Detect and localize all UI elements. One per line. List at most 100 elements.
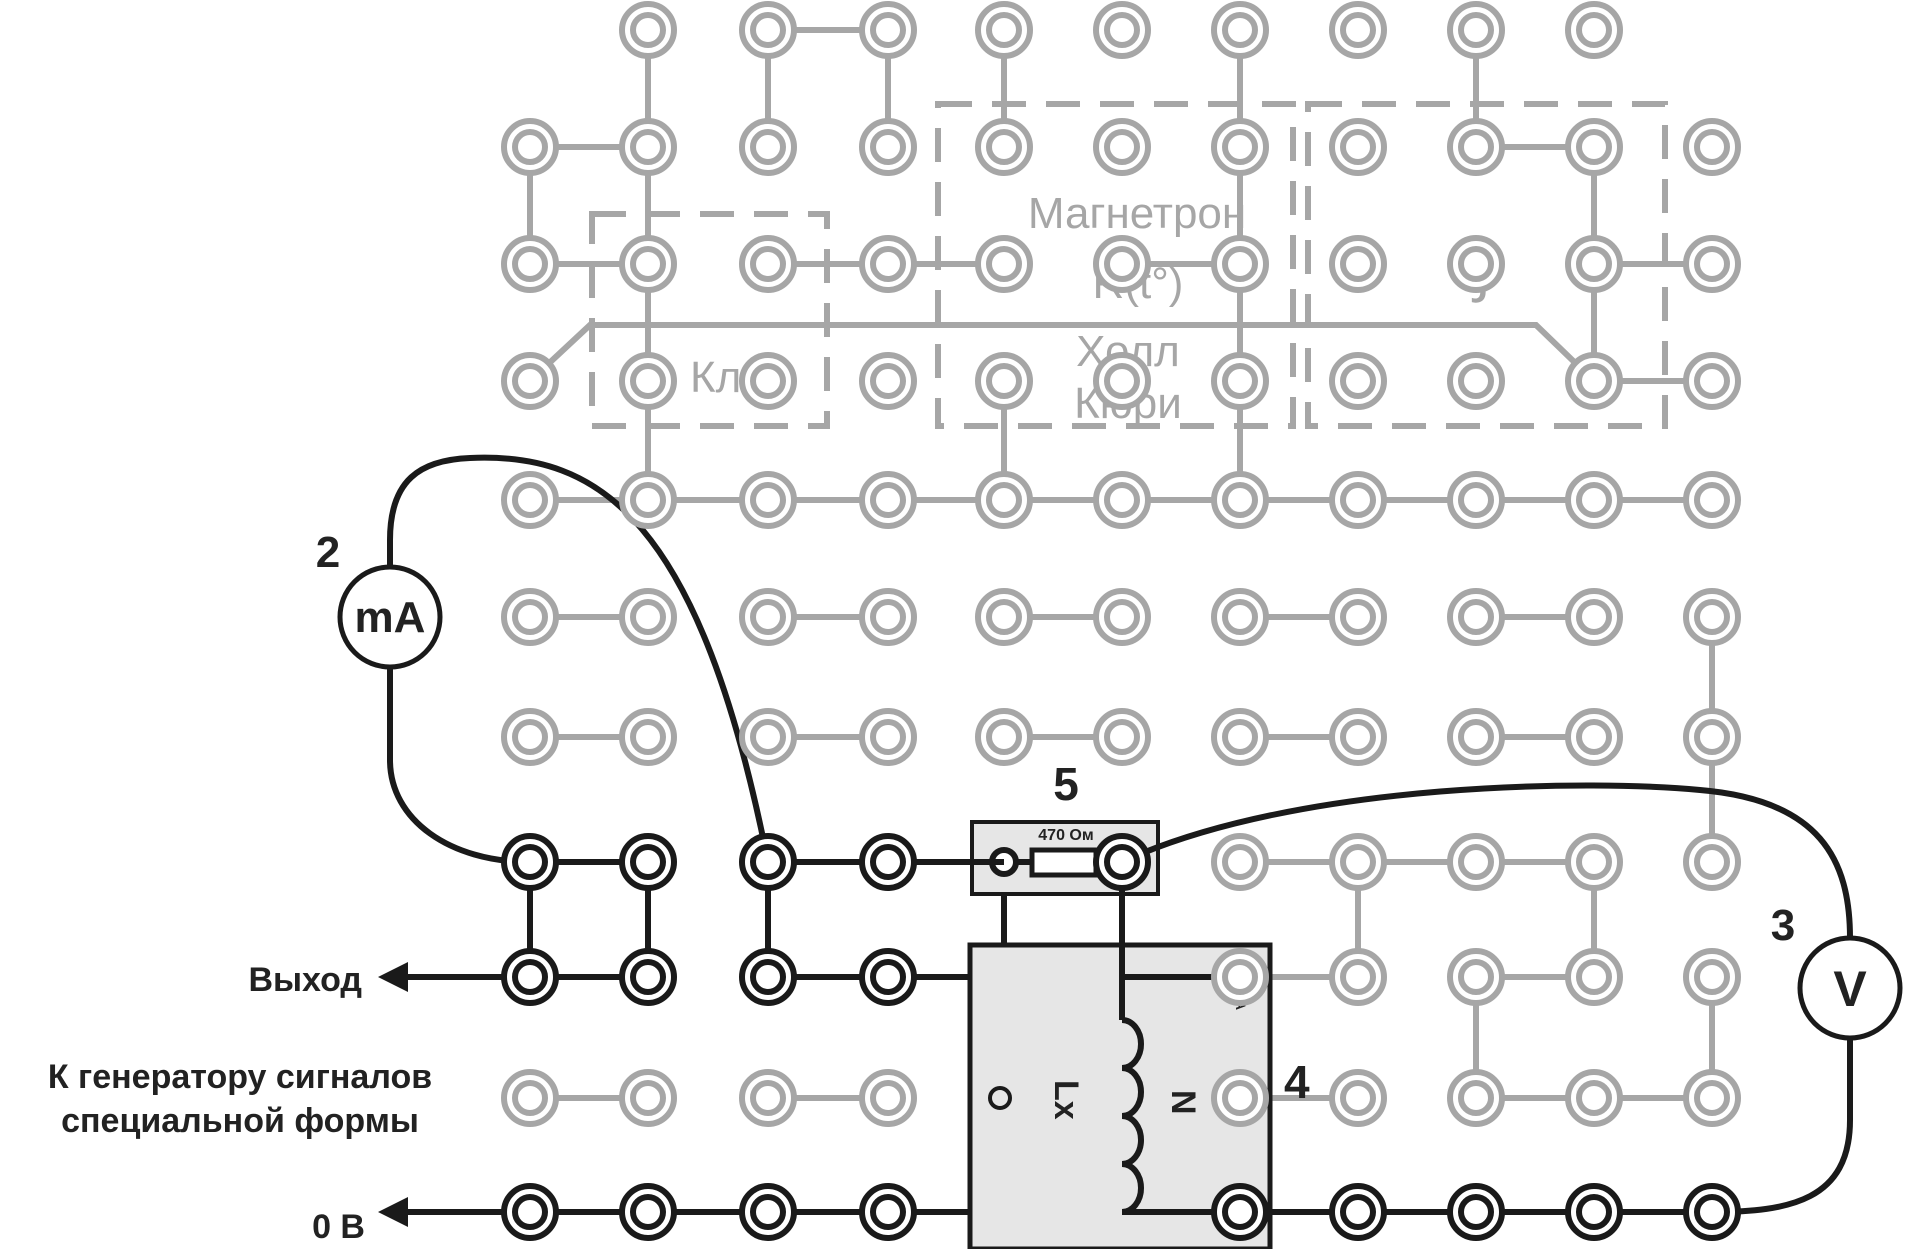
- socket[interactable]: [1093, 708, 1151, 766]
- socket[interactable]: [501, 471, 559, 529]
- socket[interactable]: [1329, 118, 1387, 176]
- socket[interactable]: [619, 948, 677, 1006]
- socket[interactable]: [859, 118, 917, 176]
- socket[interactable]: [1565, 708, 1623, 766]
- socket[interactable]: [501, 1183, 559, 1241]
- socket[interactable]: [859, 1, 917, 59]
- socket[interactable]: [859, 1183, 917, 1241]
- socket[interactable]: [1565, 1069, 1623, 1127]
- socket[interactable]: [1211, 1069, 1269, 1127]
- socket[interactable]: [739, 1183, 797, 1241]
- socket[interactable]: [1683, 1069, 1741, 1127]
- socket[interactable]: [501, 352, 559, 410]
- socket[interactable]: [1211, 588, 1269, 646]
- socket[interactable]: [975, 471, 1033, 529]
- socket[interactable]: [975, 235, 1033, 293]
- socket[interactable]: [501, 235, 559, 293]
- socket[interactable]: [1093, 118, 1151, 176]
- socket[interactable]: [1565, 833, 1623, 891]
- socket[interactable]: [739, 471, 797, 529]
- socket[interactable]: [739, 1069, 797, 1127]
- socket[interactable]: [859, 352, 917, 410]
- socket[interactable]: [1683, 948, 1741, 1006]
- socket[interactable]: [1211, 471, 1269, 529]
- socket[interactable]: [1447, 1, 1505, 59]
- socket[interactable]: [1447, 833, 1505, 891]
- socket[interactable]: [1211, 948, 1269, 1006]
- socket[interactable]: [1093, 1, 1151, 59]
- socket[interactable]: [1329, 352, 1387, 410]
- socket[interactable]: [975, 1, 1033, 59]
- socket[interactable]: [619, 833, 677, 891]
- socket[interactable]: [739, 833, 797, 891]
- socket[interactable]: [1447, 118, 1505, 176]
- socket[interactable]: [975, 352, 1033, 410]
- socket[interactable]: [619, 1183, 677, 1241]
- socket[interactable]: [1329, 708, 1387, 766]
- socket[interactable]: [501, 833, 559, 891]
- socket[interactable]: [619, 1069, 677, 1127]
- socket[interactable]: [1211, 708, 1269, 766]
- socket[interactable]: [1329, 1069, 1387, 1127]
- socket[interactable]: [501, 1069, 559, 1127]
- socket[interactable]: [739, 708, 797, 766]
- socket[interactable]: [739, 1, 797, 59]
- socket[interactable]: [1093, 352, 1151, 410]
- socket[interactable]: [859, 471, 917, 529]
- socket[interactable]: [739, 948, 797, 1006]
- socket[interactable]: [1211, 118, 1269, 176]
- socket[interactable]: [1211, 352, 1269, 410]
- socket[interactable]: [619, 1, 677, 59]
- socket[interactable]: [619, 588, 677, 646]
- socket[interactable]: [1093, 235, 1151, 293]
- socket[interactable]: [619, 708, 677, 766]
- socket[interactable]: [619, 118, 677, 176]
- socket[interactable]: [501, 708, 559, 766]
- socket[interactable]: [1329, 235, 1387, 293]
- socket[interactable]: [1211, 1, 1269, 59]
- socket[interactable]: [1565, 118, 1623, 176]
- socket[interactable]: [739, 235, 797, 293]
- socket[interactable]: [1093, 833, 1151, 891]
- socket[interactable]: [1447, 471, 1505, 529]
- socket[interactable]: [859, 708, 917, 766]
- socket[interactable]: [1683, 235, 1741, 293]
- socket[interactable]: [501, 588, 559, 646]
- socket[interactable]: [1329, 471, 1387, 529]
- socket[interactable]: [975, 588, 1033, 646]
- socket[interactable]: [739, 588, 797, 646]
- socket[interactable]: [501, 948, 559, 1006]
- socket[interactable]: [501, 118, 559, 176]
- socket[interactable]: [739, 352, 797, 410]
- socket[interactable]: [859, 1069, 917, 1127]
- socket[interactable]: [859, 235, 917, 293]
- socket[interactable]: [1329, 833, 1387, 891]
- socket[interactable]: [1565, 1183, 1623, 1241]
- socket[interactable]: [975, 708, 1033, 766]
- socket[interactable]: [1329, 1, 1387, 59]
- socket[interactable]: [975, 118, 1033, 176]
- socket[interactable]: [619, 235, 677, 293]
- socket[interactable]: [1565, 948, 1623, 1006]
- socket[interactable]: [1447, 1069, 1505, 1127]
- socket[interactable]: [1565, 588, 1623, 646]
- socket[interactable]: [1211, 235, 1269, 293]
- socket[interactable]: [1683, 471, 1741, 529]
- socket[interactable]: [1329, 948, 1387, 1006]
- socket[interactable]: [739, 118, 797, 176]
- socket[interactable]: [1329, 1183, 1387, 1241]
- socket[interactable]: [859, 833, 917, 891]
- socket[interactable]: [1683, 833, 1741, 891]
- socket[interactable]: [1447, 235, 1505, 293]
- socket[interactable]: [1211, 1183, 1269, 1241]
- socket[interactable]: [1683, 588, 1741, 646]
- socket[interactable]: [859, 588, 917, 646]
- socket[interactable]: [1447, 1183, 1505, 1241]
- socket[interactable]: [619, 352, 677, 410]
- socket[interactable]: [1447, 708, 1505, 766]
- socket[interactable]: [1683, 352, 1741, 410]
- socket[interactable]: [1565, 352, 1623, 410]
- socket[interactable]: [1565, 1, 1623, 59]
- socket[interactable]: [859, 948, 917, 1006]
- socket[interactable]: [1093, 588, 1151, 646]
